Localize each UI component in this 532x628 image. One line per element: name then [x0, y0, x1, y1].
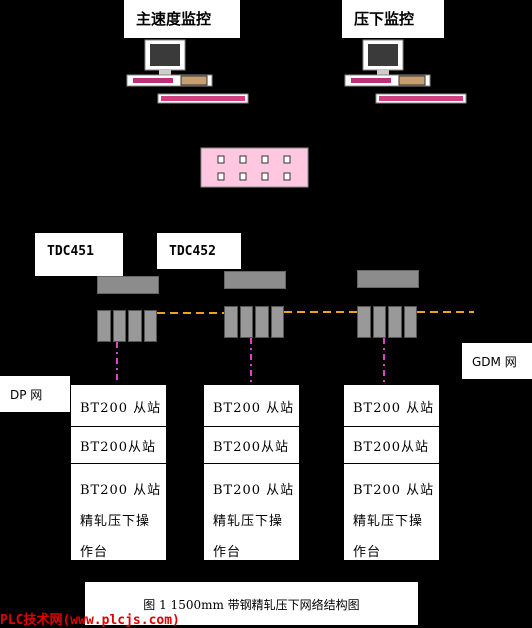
plc-rack-icon-1: [97, 310, 157, 342]
gdm-network-label: GDM 网: [462, 343, 532, 379]
right-workstation-icon: [344, 39, 467, 104]
tdc452-label: TDC452: [157, 233, 241, 269]
station-row: BT200 从站 精轧压下操 作台: [213, 483, 295, 560]
station-row: BT200从站: [344, 427, 439, 464]
station-row: BT200从站: [204, 427, 299, 464]
right-monitor-title: 压下监控: [342, 0, 444, 38]
figure-caption: 图 1 1500mm 带钢精轧压下网络结构图: [85, 582, 418, 625]
station-row: BT200 从站 精轧压下操 作台: [80, 483, 162, 560]
station-3: BT200 从站 BT200从站 BT200 从站 精轧压下操 作台: [343, 384, 440, 561]
plc-rack-icon-3: [357, 306, 417, 338]
station-row: BT200 从站: [344, 385, 439, 427]
watermark-text: PLC技术网(www.plcjs.com): [0, 613, 180, 628]
left-monitor-title: 主速度监控: [124, 0, 240, 38]
plc-cpu-2: [224, 271, 286, 289]
tdc451-label: TDC451: [35, 233, 123, 276]
dp-network-label: DP 网: [0, 376, 70, 412]
station-row: BT200 从站 精轧压下操 作台: [353, 483, 435, 560]
station-2: BT200 从站 BT200从站 BT200 从站 精轧压下操 作台: [203, 384, 300, 561]
station-row: BT200 从站: [71, 385, 166, 427]
station-1: BT200 从站 BT200从站 BT200 从站 精轧压下操 作台: [70, 384, 167, 561]
station-row: BT200 从站: [204, 385, 299, 427]
left-workstation-icon: [126, 39, 249, 104]
station-row: BT200从站: [71, 427, 166, 464]
plc-cpu-3: [357, 270, 419, 288]
switch-hub-icon: [200, 147, 309, 188]
plc-rack-icon-2: [224, 306, 284, 338]
plc-cpu-1: [97, 276, 159, 294]
